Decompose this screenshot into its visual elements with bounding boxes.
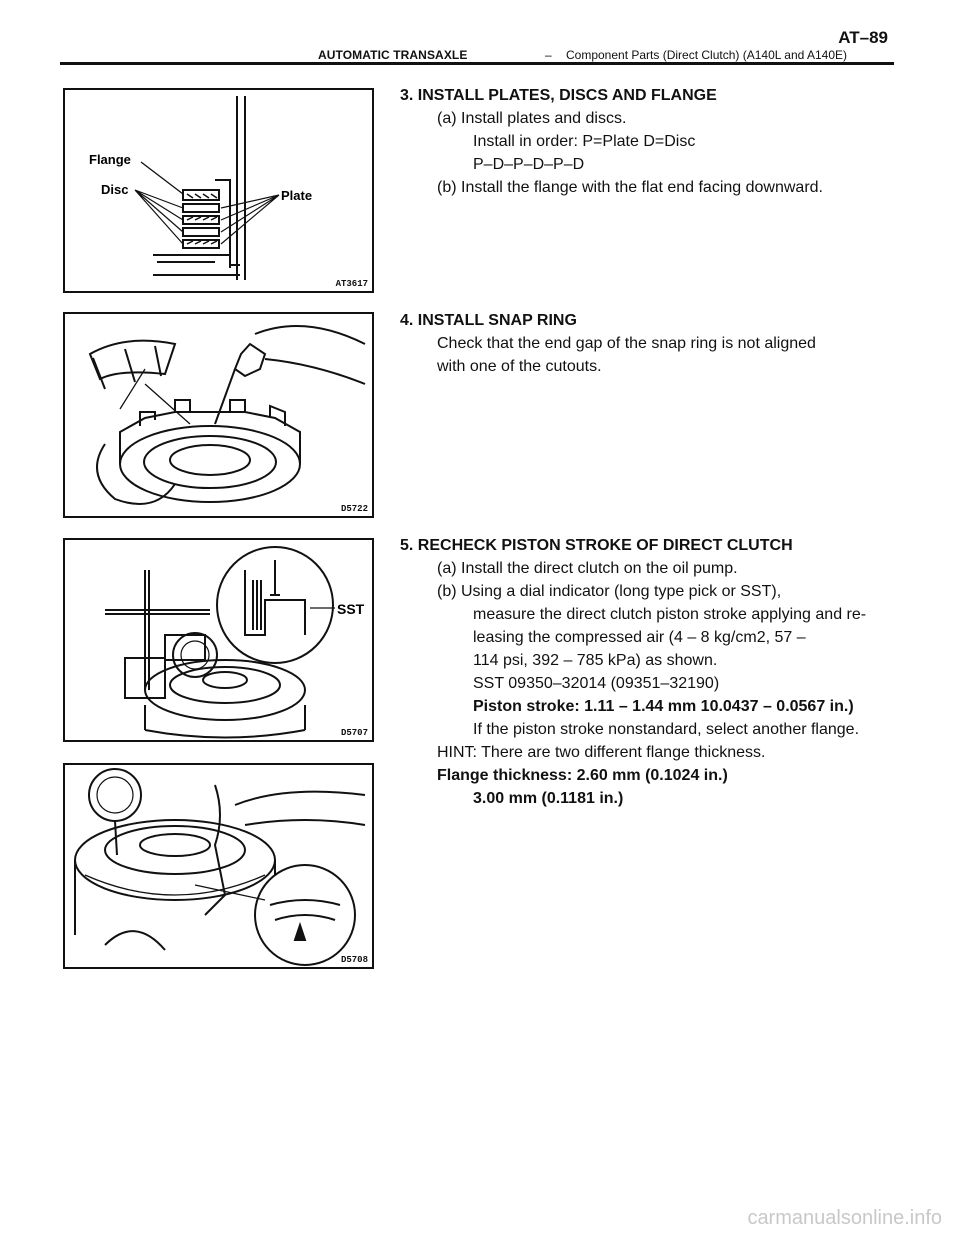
step5-b6: If the piston stroke nonstandard, select… bbox=[473, 721, 860, 738]
step3-a2: P–D–P–D–P–D bbox=[473, 156, 585, 173]
figure-code: AT3617 bbox=[335, 279, 368, 289]
header-subtitle: Component Parts (Direct Clutch) (A140L a… bbox=[566, 48, 848, 62]
watermark: carmanualsonline.info bbox=[747, 1207, 942, 1229]
figure-piston-stroke: SST D5707 bbox=[63, 538, 374, 742]
figure-snap-ring: D5722 bbox=[63, 312, 374, 518]
step5-title: 5. RECHECK PISTON STROKE OF DIRECT CLUTC… bbox=[400, 537, 793, 554]
figure-code: D5708 bbox=[340, 955, 368, 965]
step3-a: (a) Install plates and discs. bbox=[437, 110, 627, 127]
step5-piston-stroke: Piston stroke: 1.11 – 1.44 mm 10.0437 – … bbox=[473, 698, 854, 715]
header-dash: – bbox=[545, 48, 552, 62]
label-disc: Disc bbox=[101, 182, 128, 197]
step3-a1: Install in order: P=Plate D=Disc bbox=[473, 133, 696, 150]
page-header: AUTOMATIC TRANSAXLE – Component Parts (D… bbox=[60, 28, 894, 65]
page-number: AT–89 bbox=[838, 28, 888, 47]
label-sst: SST bbox=[337, 601, 365, 617]
snap-ring-illustration bbox=[88, 325, 366, 505]
figure-code: D5722 bbox=[340, 504, 368, 514]
figure-code: D5707 bbox=[340, 728, 368, 738]
step5-b: (b) Using a dial indicator (long type pi… bbox=[437, 583, 782, 600]
step3-title: 3. INSTALL PLATES, DISCS AND FLANGE bbox=[400, 87, 717, 104]
dial-indicator-illustration: SST bbox=[105, 546, 365, 739]
step3-b: (b) Install the flange with the flat end… bbox=[437, 179, 823, 196]
header-section: AUTOMATIC TRANSAXLE bbox=[318, 48, 468, 62]
step5-b1: measure the direct clutch piston stroke … bbox=[473, 606, 867, 623]
step5-a: (a) Install the direct clutch on the oil… bbox=[437, 560, 738, 577]
label-plate: Plate bbox=[281, 188, 312, 203]
step5-b3: 114 psi, 392 – 785 kPa) as shown. bbox=[473, 652, 718, 669]
step4-line2: with one of the cutouts. bbox=[437, 358, 602, 375]
step4-line1: Check that the end gap of the snap ring … bbox=[437, 335, 816, 352]
compressed-air-illustration bbox=[74, 768, 366, 966]
clutch-cross-section-illustration: Flange Disc Plate bbox=[89, 96, 312, 280]
step5-flange-thickness: Flange thickness: 2.60 mm (0.1024 in.) bbox=[437, 767, 728, 784]
step5-b2: leasing the compressed air (4 – 8 kg/cm2… bbox=[473, 629, 806, 646]
figure-plates-discs: Flange Disc Plate AT3617 bbox=[63, 88, 374, 293]
figure-compressed-air: D5708 bbox=[63, 763, 374, 969]
step4-title: 4. INSTALL SNAP RING bbox=[400, 312, 577, 329]
step5-flange-thickness-2: 3.00 mm (0.1181 in.) bbox=[473, 790, 624, 807]
step5-sst: SST 09350–32014 (09351–32190) bbox=[473, 675, 720, 692]
label-flange: Flange bbox=[89, 152, 131, 167]
step5-hint: HINT: There are two different flange thi… bbox=[437, 744, 766, 761]
